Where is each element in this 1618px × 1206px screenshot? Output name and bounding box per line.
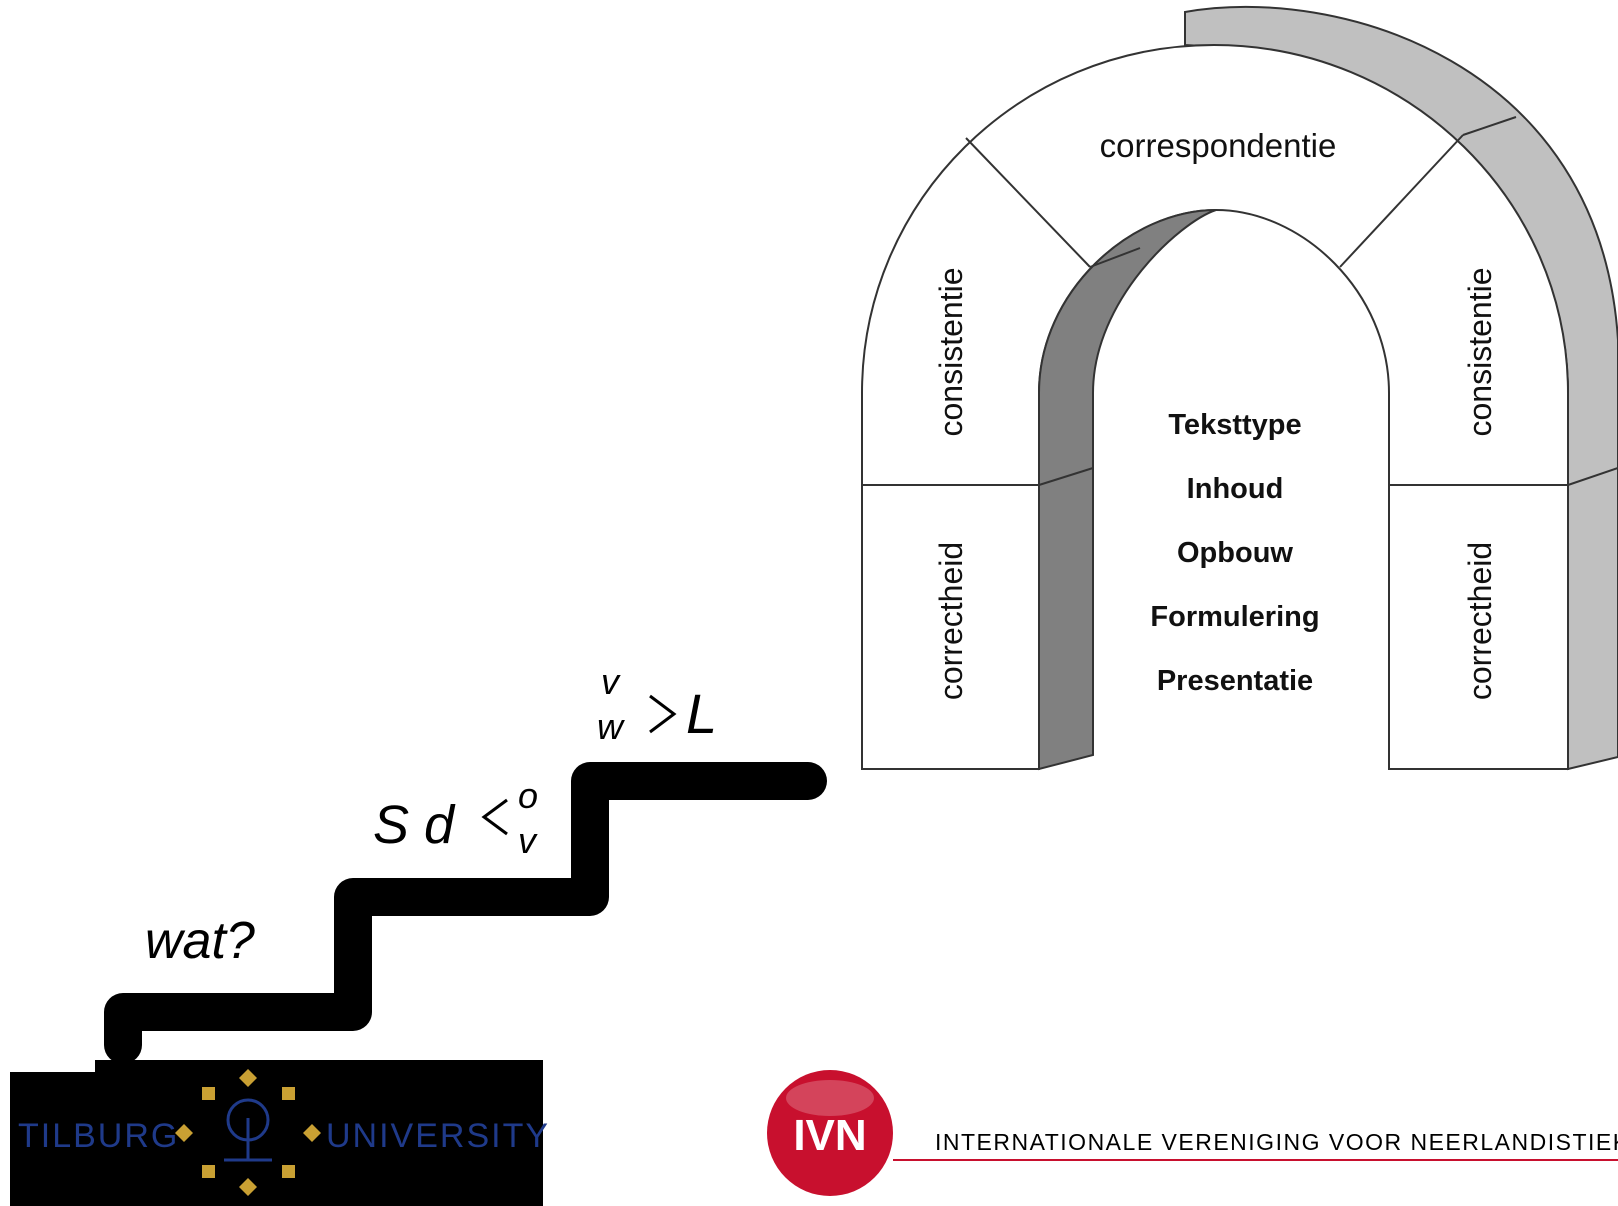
step3-greater-than-icon — [649, 694, 677, 734]
arch-right-lower-label: correctheid — [1462, 542, 1498, 700]
step2-less-than-icon — [481, 798, 508, 836]
ivn-mark-text: IVN — [793, 1111, 866, 1160]
tilburg-tree-icon — [224, 1098, 272, 1162]
tilburg-right-word: UNIVERSITY — [326, 1117, 550, 1155]
step2-label: S d o v — [373, 775, 538, 861]
step2-main-text: S d — [373, 795, 456, 855]
arch-divider-right-side — [1567, 467, 1618, 486]
arch: correspondentie consistentie correctheid… — [861, 5, 1618, 771]
step2-sup-text: o — [518, 775, 538, 816]
step3-main-text: L — [686, 682, 717, 745]
arch-divider-right-diag-side — [1462, 116, 1517, 136]
arch-left-lower-label: correctheid — [933, 542, 969, 700]
arch-center-item: Opbouw — [1177, 537, 1293, 569]
arch-left-upper-label: consistentie — [933, 268, 969, 437]
arch-inner-side — [1038, 209, 1217, 771]
ivn-circle-icon — [767, 1070, 893, 1196]
arch-divider-left-side — [1038, 467, 1094, 486]
arch-center-list: Teksttype Inhoud Opbouw Formulering Pres… — [1150, 409, 1319, 697]
arch-center-item: Teksttype — [1168, 409, 1301, 441]
step3-sub-text: w — [597, 706, 625, 747]
step3-sup-text: v — [601, 661, 621, 702]
tilburg-left-word: TILBURG — [18, 1117, 179, 1155]
step1-label: wat? — [145, 912, 255, 970]
arch-divider-right-diag — [1339, 134, 1464, 268]
step2-sub-text: v — [518, 820, 538, 861]
step3-label: v w L — [597, 661, 717, 747]
arch-divider-inner-top — [1089, 247, 1141, 268]
arch-divider-left-diag — [965, 137, 1091, 268]
arch-center-item: Presentatie — [1157, 665, 1313, 697]
ivn-name-text: INTERNATIONALE VERENIGING VOOR NEERLANDI… — [935, 1129, 1618, 1155]
staircase — [104, 762, 827, 1064]
arch-top-label: correspondentie — [1100, 127, 1337, 164]
arch-right-upper-label: consistentie — [1462, 268, 1498, 437]
arch-center-item: Formulering — [1150, 601, 1319, 633]
ivn-logo: IVN INTERNATIONALE VERENIGING VOOR NEERL… — [767, 1070, 1618, 1196]
tilburg-university-logo: TILBURG UNIVERSITY — [10, 1060, 550, 1206]
tilburg-wordmark: TILBURG UNIVERSITY — [18, 1117, 550, 1155]
arch-center-item: Inhoud — [1187, 473, 1284, 505]
tilburg-emblem-icon — [175, 1069, 321, 1196]
